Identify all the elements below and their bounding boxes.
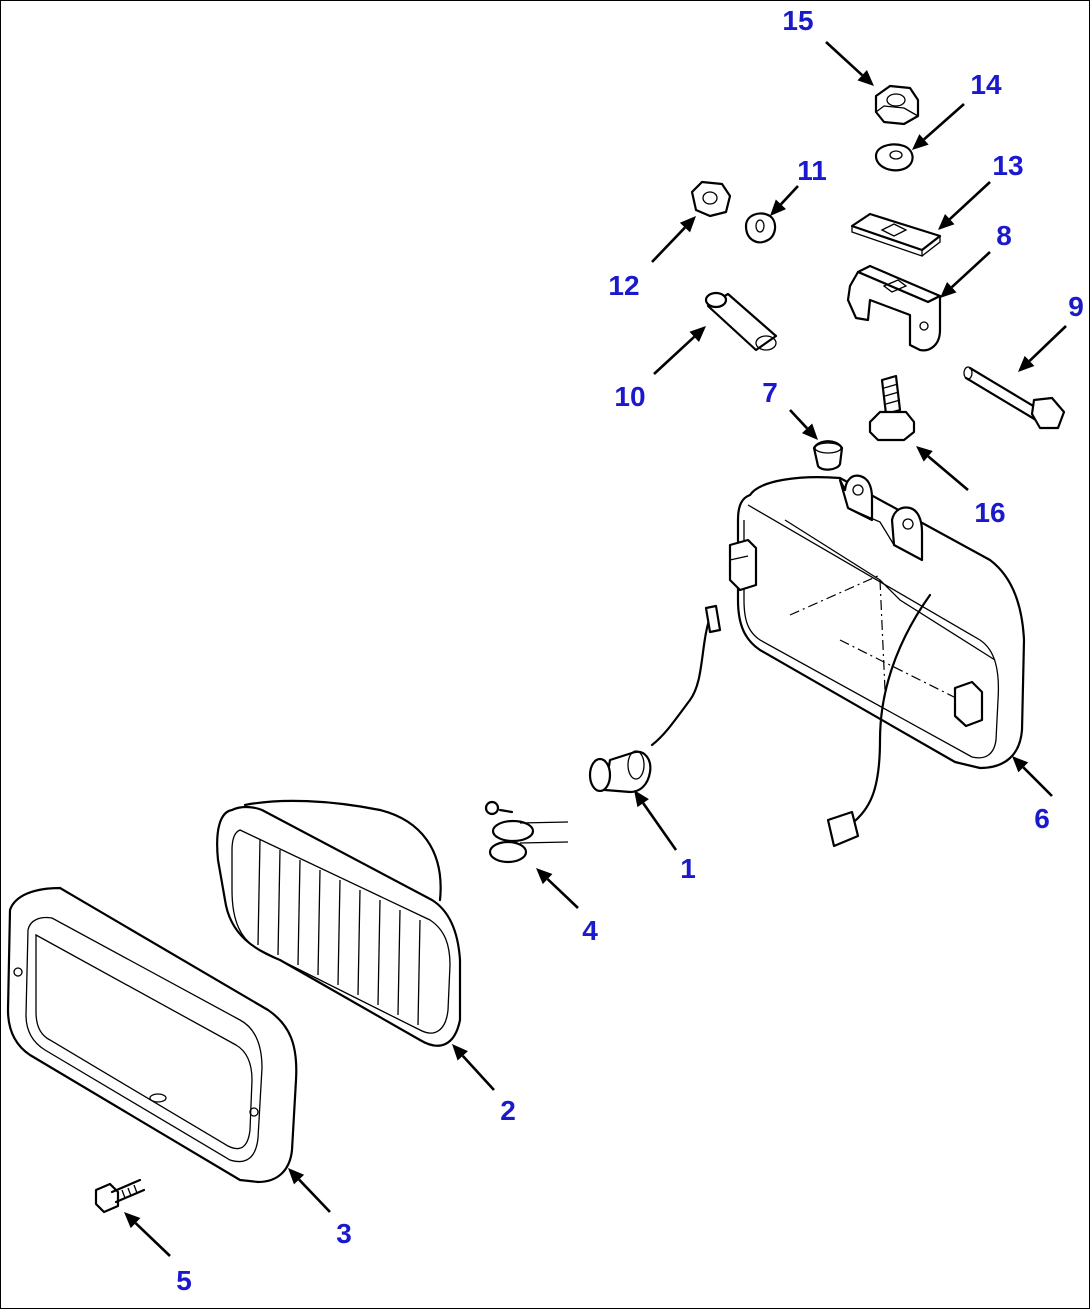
callout-4: 4 [582,915,598,946]
leader-line-14 [923,103,965,141]
part-nut-12 [690,180,732,218]
callout-5: 5 [176,1265,192,1296]
callout-14: 14 [970,69,1002,100]
part-housing [728,474,1026,848]
leader-line-7 [789,409,809,430]
callout-3: 3 [336,1218,352,1249]
part-bulb [588,604,722,794]
arrowhead-3 [288,1168,305,1185]
arrowhead-1 [634,790,649,808]
part-bezel [6,886,298,1184]
arrowhead-10 [689,326,706,342]
leader-line-8 [950,251,991,289]
leader-line-5 [134,1222,171,1257]
callout-12: 12 [608,270,639,301]
leader-line-12 [651,226,686,263]
callout-13: 13 [992,150,1023,181]
part-screw [94,1178,146,1214]
leader-line-9 [1028,325,1067,362]
callout-1: 1 [680,853,696,884]
arrowhead-7 [801,423,818,440]
leader-line-16 [927,455,969,491]
arrowhead-13 [938,214,955,230]
arrowhead-2 [452,1044,468,1061]
part-lens [216,799,462,1047]
part-washer-14 [874,143,914,172]
arrowhead-14 [912,134,929,150]
part-stud [868,374,916,442]
arrowhead-9 [1018,355,1035,372]
part-sleeve [704,291,778,352]
callout-16: 16 [974,497,1005,528]
part-plate [850,212,942,257]
arrowhead-5 [124,1212,141,1229]
callout-11: 11 [797,155,827,186]
part-bracket [846,264,942,352]
part-washer-11 [744,212,777,244]
callout-15: 15 [782,5,813,36]
part-clips [484,800,569,864]
callout-9: 9 [1068,291,1084,322]
arrowhead-15 [857,70,874,86]
callout-2: 2 [500,1095,516,1126]
leader-line-4 [546,878,579,909]
leader-line-6 [1022,766,1053,797]
callout-10: 10 [614,381,645,412]
part-bolt [963,366,1066,430]
callout-8: 8 [996,220,1012,251]
leader-line-3 [298,1178,331,1213]
arrowhead-16 [916,446,933,462]
callout-6: 6 [1034,803,1050,834]
leader-line-2 [461,1054,495,1091]
leader-line-13 [948,181,991,221]
leader-line-11 [779,185,799,206]
arrowhead-12 [679,216,696,233]
part-nut-15 [874,84,920,126]
arrowhead-8 [940,282,957,298]
arrowhead-11 [770,199,787,216]
part-grommet [812,440,844,471]
leader-line-15 [825,41,864,77]
leader-line-1 [642,802,678,851]
callout-7: 7 [762,377,778,408]
arrowhead-6 [1012,756,1029,773]
leader-line-10 [653,335,696,375]
arrowhead-4 [536,868,553,885]
